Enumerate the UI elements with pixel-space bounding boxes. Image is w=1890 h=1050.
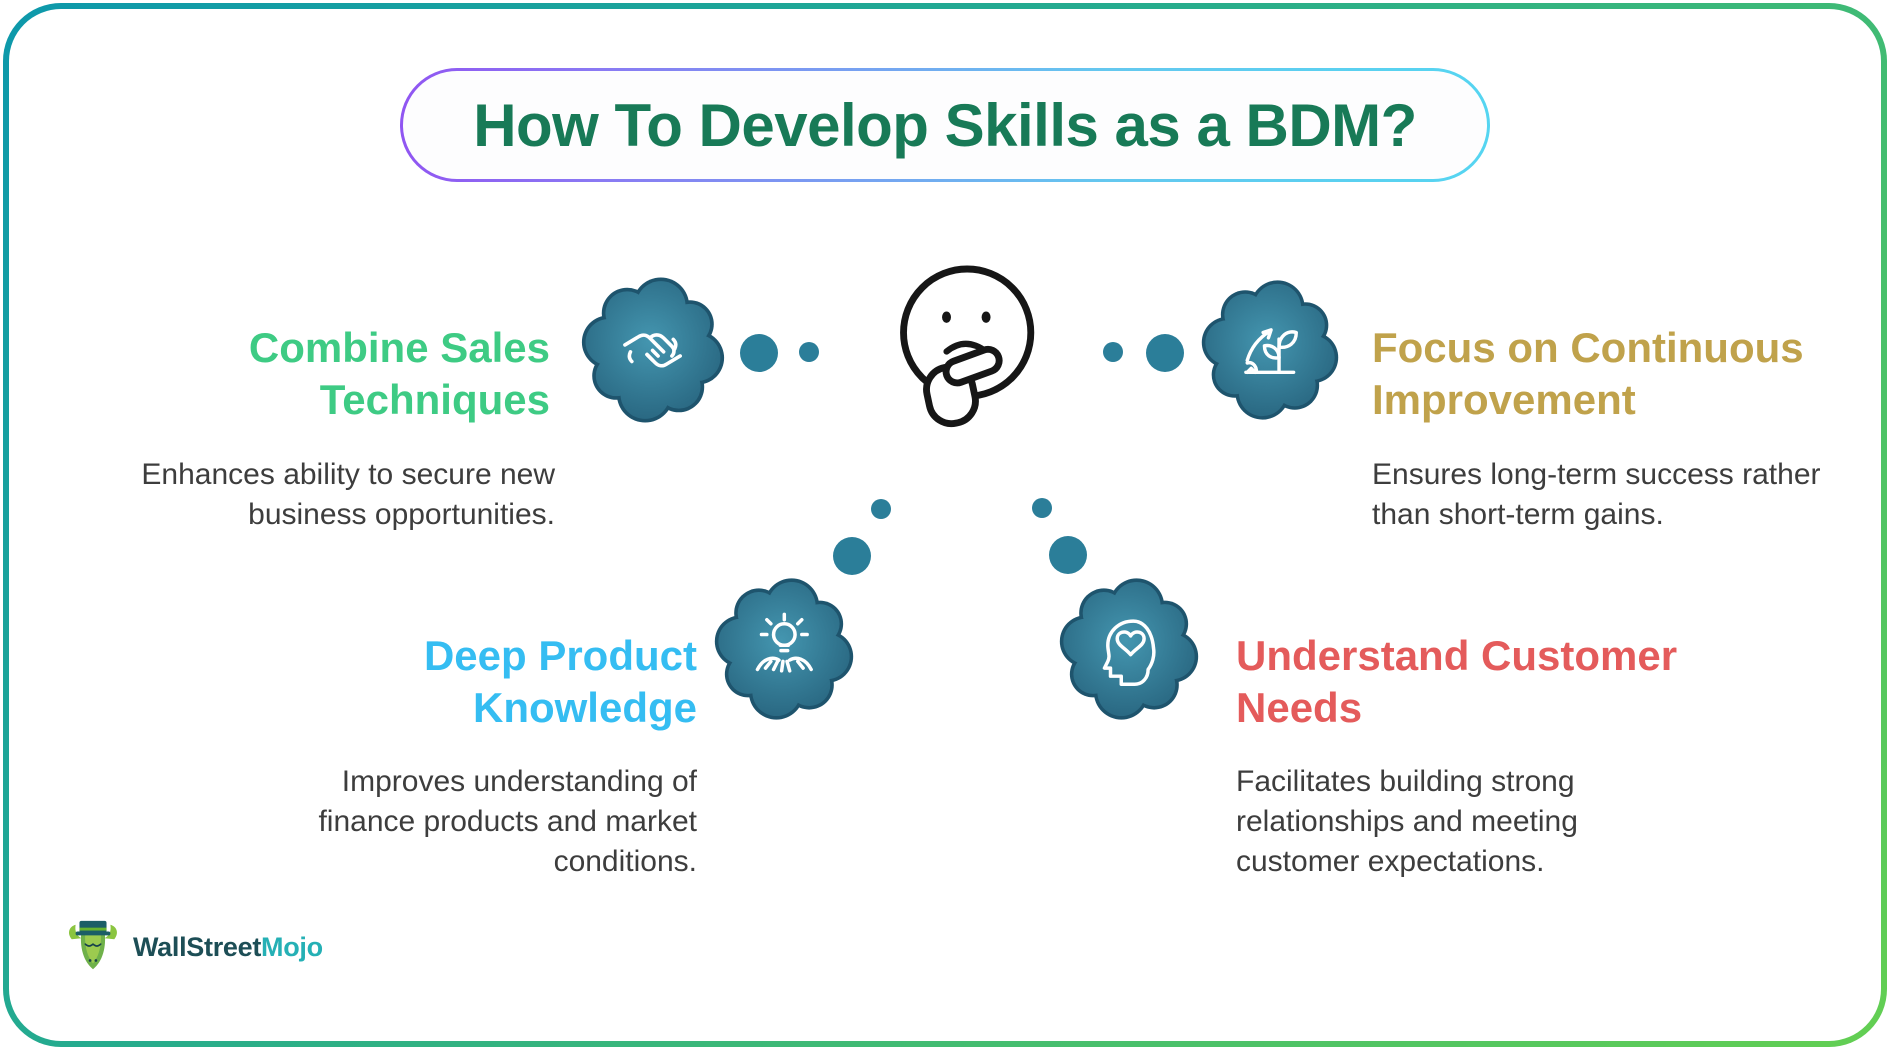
handshake-icon	[623, 332, 683, 368]
thought-cloud-combine-sales	[577, 276, 729, 424]
head-heart-icon	[1102, 619, 1156, 686]
bull-mascot-icon	[69, 920, 117, 970]
thought-dot	[1049, 536, 1087, 574]
heading-line: Needs	[1236, 684, 1363, 731]
lightbulb-hands-icon	[755, 612, 813, 673]
thought-cloud-continuous-improvement	[1199, 279, 1341, 421]
heading-understand-customer-needs: Understand Customer Needs	[1236, 630, 1776, 734]
heading-line: Deep Product	[423, 632, 697, 679]
thought-dot	[740, 334, 778, 372]
description-focus-continuous-improvement: Ensures long-term success rather than sh…	[1372, 458, 1821, 531]
thought-dot	[1103, 342, 1123, 362]
heading-combine-sales-techniques: Combine Sales Techniques	[130, 322, 550, 426]
heading-line: Knowledge	[472, 684, 697, 731]
page-title: How To Develop Skills as a BDM?	[473, 91, 1417, 159]
heading-deep-product-knowledge: Deep Product Knowledge	[260, 630, 697, 734]
heading-focus-continuous-improvement: Focus on Continuous Improvement	[1372, 322, 1842, 426]
thought-dot	[799, 342, 819, 362]
heading-line: Understand Customer	[1236, 632, 1678, 679]
description-deep-product-knowledge: Improves understanding of finance produc…	[318, 765, 697, 878]
description-understand-customer-needs: Facilitates building strong relationship…	[1236, 765, 1578, 878]
brand-first: WallStreet	[133, 931, 262, 962]
growth-plant-arrow-icon	[1244, 328, 1299, 375]
title-pill-inner: How To Develop Skills as a BDM?	[403, 71, 1487, 179]
heading-line: Focus on Continuous	[1372, 324, 1804, 371]
thought-dot	[1146, 334, 1184, 372]
description-combine-sales-techniques: Enhances ability to secure new business …	[141, 458, 555, 531]
title-pill: How To Develop Skills as a BDM?	[400, 68, 1490, 182]
thought-cloud-customer-needs	[1057, 577, 1201, 721]
thinking-face-icon	[900, 265, 1035, 428]
heading-line: Improvement	[1372, 376, 1636, 423]
thought-dot	[833, 537, 871, 575]
brand-second: Mojo	[261, 931, 323, 962]
wallstreetmojo-logo: WallStreetMojo	[62, 918, 323, 976]
thought-cloud-product-knowledge	[712, 577, 856, 721]
thought-dot	[1032, 498, 1052, 518]
brand-wordmark: WallStreetMojo	[133, 932, 323, 963]
heading-line: Combine Sales	[248, 324, 550, 371]
heading-line: Techniques	[319, 376, 550, 423]
thought-dot	[871, 499, 891, 519]
